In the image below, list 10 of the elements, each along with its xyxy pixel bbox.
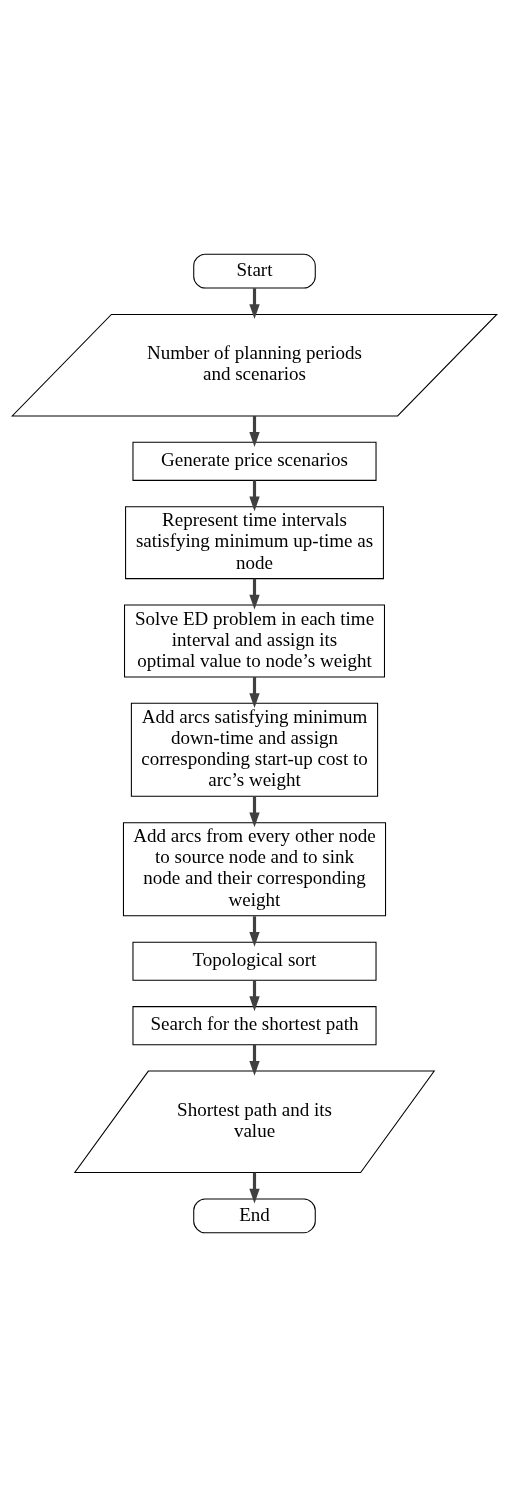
node-box: Topological sort [132, 941, 377, 981]
arrow [249, 480, 260, 512]
node-box: Search for the shortest path [132, 1006, 377, 1046]
node-box: Solve ED problem in each time interval and assign its optimal value to node’s weight [124, 604, 385, 678]
node-box: End [193, 1198, 316, 1234]
node-box: Add arcs satisfying minimum down-time and assign corresponding start-up cost to arc’s weight [130, 702, 379, 797]
node-box: Represent time intervals satisfying minimum up-time as node [125, 506, 384, 580]
node-box: Generate price scenarios [132, 441, 377, 481]
node-box: Add arcs from every other node to source node and to sink node and their corresponding weight [122, 822, 387, 917]
node-box: Start [193, 253, 316, 289]
